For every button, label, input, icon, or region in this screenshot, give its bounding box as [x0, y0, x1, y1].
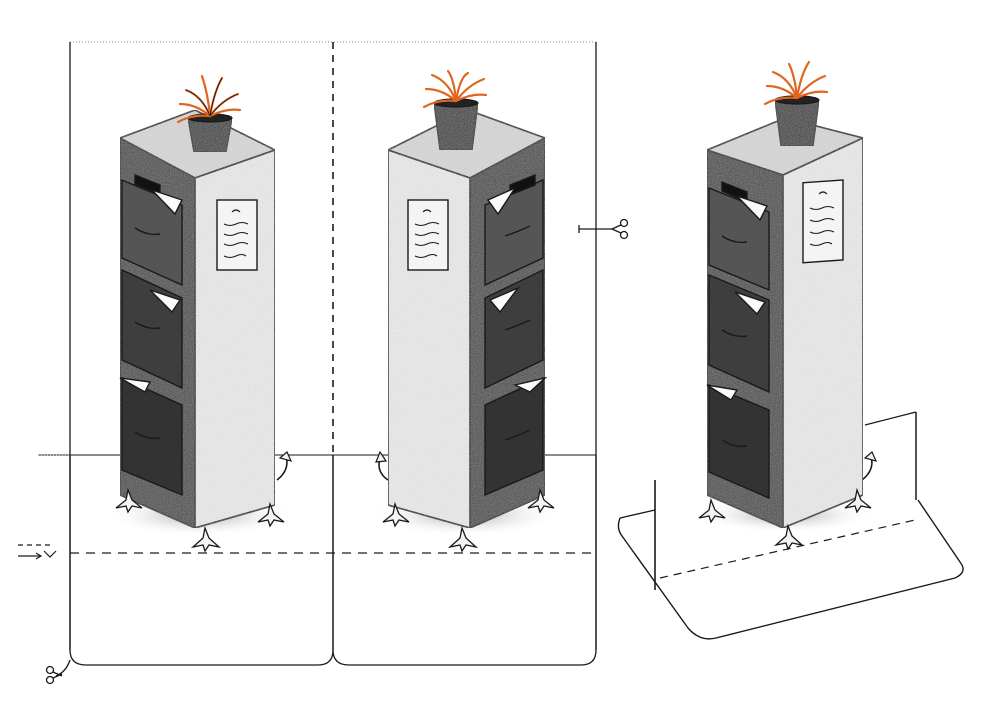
scissors-icon [578, 218, 629, 240]
scissors-icon [45, 659, 71, 685]
cabinet-creature-right [370, 71, 560, 551]
fold-arrow-icon [18, 544, 57, 560]
cabinet-creature-left [105, 76, 295, 551]
assembled-model [617, 60, 965, 640]
potted-plant-icon [763, 60, 829, 147]
flat-cutout-template [18, 41, 629, 685]
